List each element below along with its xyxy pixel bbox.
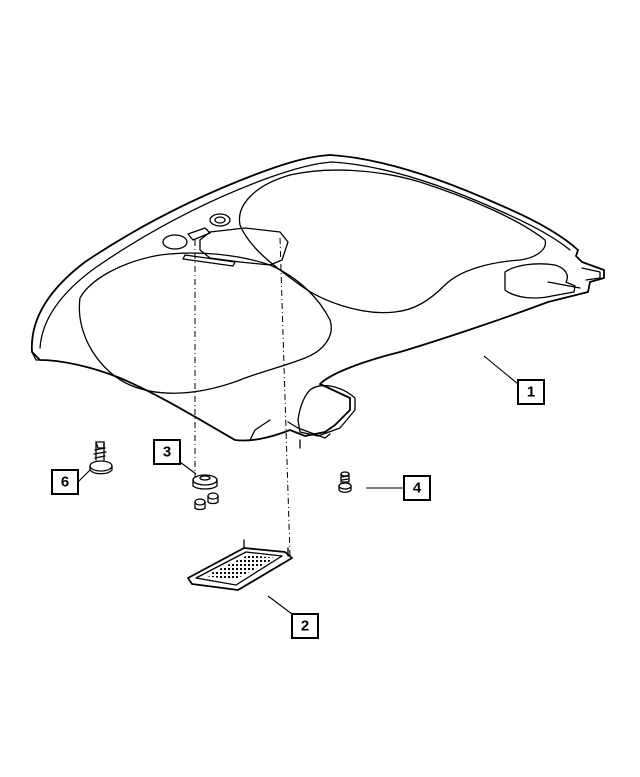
callout-1[interactable]: 1 <box>517 379 545 405</box>
callout-label-2: 2 <box>301 618 309 635</box>
bracket-clip-part[interactable] <box>192 474 219 511</box>
callout-label-1: 1 <box>527 384 535 401</box>
leader-line-6 <box>77 469 91 483</box>
callout-label-6: 6 <box>61 474 69 491</box>
callout-label-4: 4 <box>413 480 422 497</box>
push-pin-part[interactable] <box>89 441 113 475</box>
callout-3[interactable]: 3 <box>153 439 181 465</box>
grille-cover-part[interactable] <box>187 539 293 591</box>
leader-line-1 <box>483 355 519 385</box>
callout-2[interactable]: 2 <box>291 613 319 639</box>
screw-part[interactable] <box>338 471 352 493</box>
leader-line-2 <box>267 595 293 615</box>
projection-line-right <box>279 237 291 557</box>
headliner-part[interactable] <box>31 154 605 449</box>
grille-pattern <box>205 555 276 580</box>
callout-6[interactable]: 6 <box>51 469 79 495</box>
callout-label-3: 3 <box>163 444 171 461</box>
callout-4[interactable]: 4 <box>403 475 431 501</box>
leader-line-3 <box>179 461 197 475</box>
